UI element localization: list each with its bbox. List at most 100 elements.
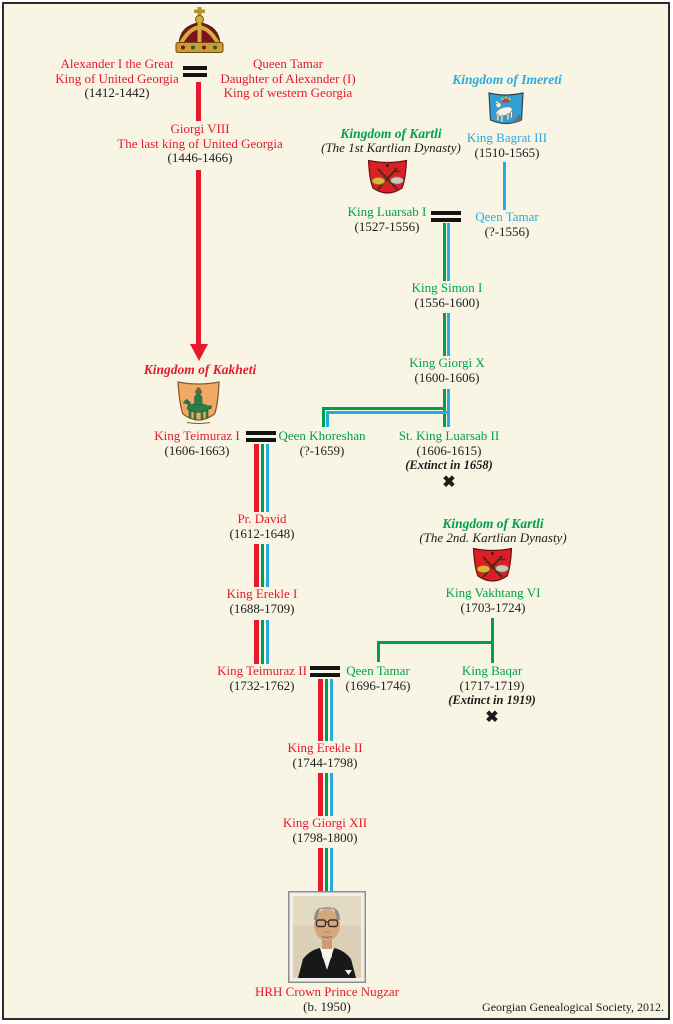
person-nugzar: HRH Crown Prince Nugzar (b. 1950) [255, 984, 399, 1014]
descent-line-kartli2 [491, 618, 494, 644]
person-name: King Teimuraz II [217, 663, 307, 678]
branch-drop-kartli2 [491, 641, 494, 663]
person-name: King Giorgi X [409, 355, 485, 370]
person-dates: (?-1556) [484, 223, 530, 239]
credit-line: Georgian Genealogical Society, 2012. [482, 1000, 664, 1014]
person-title: King of United Georgia [55, 70, 179, 86]
descent-line-imereti2 [330, 773, 333, 816]
person-giorgi-x: King Giorgi X (1600-1606) [409, 355, 485, 385]
descent-line-imereti2 [330, 848, 333, 891]
marriage-bars-teimuraz-khoreshan [246, 431, 276, 442]
person-erekle-i: King Erekle I (1688-1709) [226, 586, 298, 616]
descent-line-imereti2 [266, 444, 269, 512]
person-dates: (b. 1950) [303, 998, 351, 1014]
person-name: King Erekle I [226, 586, 298, 601]
person-dates: (1798-1800) [292, 829, 358, 845]
extinct-note: (Extinct in 1919) [448, 693, 536, 708]
person-name: Giorgi VIII [170, 121, 230, 136]
person-name: Pr. David [237, 511, 287, 526]
descent-line-kakheti [318, 848, 323, 891]
person-name: Qeen Tamar [475, 209, 539, 224]
person-name: King Giorgi XII [282, 815, 368, 830]
person-dates: (1732-1762) [229, 677, 295, 693]
descent-line-imereti [503, 162, 506, 210]
person-line2: Daughter of Alexander (I) [220, 70, 356, 86]
crown-prince-portrait [288, 891, 366, 983]
person-name: St. King Luarsab II [398, 428, 500, 443]
person-dates: (1510-1565) [474, 144, 540, 160]
descent-line-kakheti [254, 444, 259, 512]
person-queen-tamar: Queen Tamar Daughter of Alexander (I) Ki… [220, 56, 356, 101]
descent-line-imereti2 [447, 389, 450, 427]
person-qeen-tamar-imereti: Qeen Tamar (?-1556) [475, 209, 539, 239]
descent-line-kartli [261, 544, 264, 587]
descent-line-kartli [443, 313, 446, 356]
descent-line-kakheti [254, 620, 259, 664]
kingdom-label: Kingdom of Kartli [442, 516, 544, 531]
person-dates: (1600-1606) [414, 369, 480, 385]
sibling-branch-kartli2 [377, 641, 494, 644]
kingdom-label: Kingdom of Imereti [452, 72, 562, 87]
person-dates: (1606-1615) [416, 442, 482, 458]
person-baqar: King Baqar (1717-1719) (Extinct in 1919)… [448, 663, 536, 726]
descent-line-kartli [261, 620, 264, 664]
kingdom-kartli1-label: Kingdom of Kartli (The 1st Kartlian Dyna… [321, 126, 461, 156]
descent-line-kakheti [318, 679, 323, 741]
person-dates: (1688-1709) [229, 600, 295, 616]
person-name: King Baqar [461, 663, 523, 678]
kingdom-label: Kingdom of Kakheti [143, 362, 257, 377]
person-teimuraz-ii: King Teimuraz II (1732-1762) [217, 663, 307, 693]
person-name: King Vakhtang VI [445, 585, 541, 600]
extinct-x-icon: ✖ [485, 708, 499, 726]
person-name: Alexander I the Great [60, 56, 174, 71]
descent-arrow-head [189, 344, 208, 361]
person-name: King Bagrat III [466, 130, 548, 145]
kingdom-kartli2-label: Kingdom of Kartli (The 2nd. Kartlian Dyn… [419, 516, 566, 546]
kartli-coat-of-arms-icon [471, 546, 514, 586]
kingdom-kakheti-label: Kingdom of Kakheti [144, 362, 257, 377]
person-dates: (1703-1724) [460, 599, 526, 615]
descent-line-kakheti [318, 773, 323, 816]
descent-line-kartli [325, 773, 328, 816]
person-vakhtang-vi: King Vakhtang VI (1703-1724) [445, 585, 541, 615]
royal-crown-icon [171, 7, 228, 57]
person-qeen-tamar-kartli: Qeen Tamar (1696-1746) [345, 663, 411, 693]
kingdom-label: Kingdom of Kartli [340, 126, 442, 141]
person-dates: (1696-1746) [345, 677, 411, 693]
kingdom-imereti-label: Kingdom of Imereti [452, 72, 562, 87]
person-giorgi-xii: King Giorgi XII (1798-1800) [282, 815, 368, 845]
kakheti-coat-of-arms-icon [175, 379, 222, 427]
descent-line-kartli [261, 444, 264, 512]
descent-line-kartli [325, 848, 328, 891]
extinct-x-icon: ✖ [442, 473, 456, 491]
marriage-bars-alexander-tamar [183, 66, 207, 77]
descent-line-imereti2 [447, 313, 450, 356]
person-alexander-i: Alexander I the Great King of United Geo… [55, 56, 179, 101]
person-name: King Erekle II [287, 740, 363, 755]
person-dates: (1446-1466) [167, 150, 233, 166]
person-name: King Luarsab I [347, 204, 427, 219]
person-name: Qeen Khoreshan [278, 428, 366, 443]
person-pr-david: Pr. David (1612-1648) [229, 511, 295, 541]
kingdom-sublabel: (The 1st Kartlian Dynasty) [321, 140, 461, 156]
person-luarsab-ii: St. King Luarsab II (1606-1615) (Extinct… [398, 428, 500, 491]
person-title: The last king of United Georgia [117, 135, 283, 151]
branch-drop-kartli2 [377, 641, 380, 662]
person-bagrat-iii: King Bagrat III (1510-1565) [466, 130, 548, 160]
person-dates: (1606-1663) [164, 442, 230, 458]
descent-line-imereti2 [266, 544, 269, 587]
branch-drop-green [322, 407, 325, 427]
person-dates: (1412-1442) [84, 85, 150, 101]
person-line3: King of western Georgia [223, 85, 353, 101]
person-erekle-ii: King Erekle II (1744-1798) [287, 740, 363, 770]
person-dates: (1612-1648) [229, 525, 295, 541]
extinct-note: (Extinct in 1658) [405, 458, 493, 473]
descent-line-imereti2 [266, 620, 269, 664]
person-giorgi-viii: Giorgi VIII The last king of United Geor… [117, 121, 283, 166]
person-dates: (1744-1798) [292, 754, 358, 770]
sibling-branch-blue [326, 411, 450, 414]
person-khoreshan: Qeen Khoreshan (?-1659) [278, 428, 366, 458]
descent-line-imereti2 [330, 679, 333, 741]
